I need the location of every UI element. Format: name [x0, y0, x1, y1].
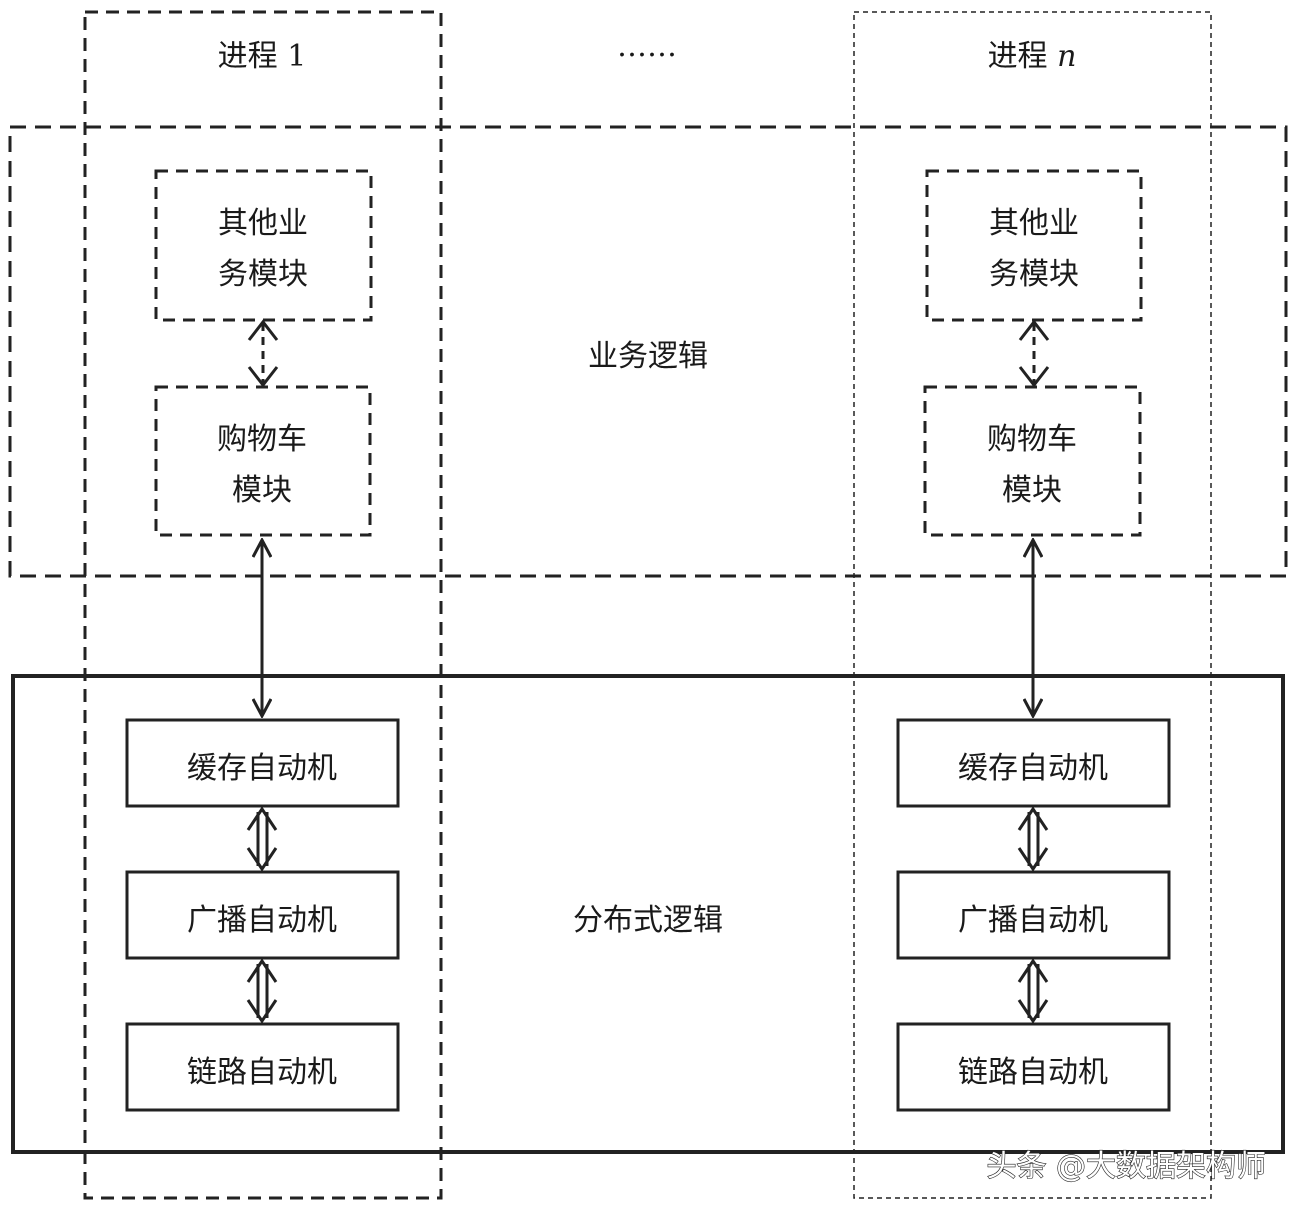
right-other-module-line2: 务模块: [989, 257, 1079, 292]
left-broadcast-automaton-box: [125, 870, 400, 960]
left-link-automaton-box: [125, 1022, 400, 1112]
right-cart-module-line2: 模块: [1002, 473, 1062, 508]
left-link-automaton-label: 链路自动机: [187, 1055, 337, 1090]
right-broadcast-automaton-box: [896, 870, 1171, 960]
right-broadcast-automaton-label: 广播自动机: [958, 903, 1108, 938]
right-other-cart-arrow: [1018, 319, 1050, 388]
left-other-module-line1: 其他业: [218, 206, 308, 241]
distributed-logic-label: 分布式逻辑: [573, 903, 723, 938]
left-broadcast-link-arrow: [246, 958, 278, 1024]
left-other-module-box: [154, 169, 373, 322]
left-cache-automaton-label: 缓存自动机: [187, 751, 337, 786]
process-1-label: 进程 1: [218, 39, 307, 74]
right-link-automaton-box: [896, 1022, 1171, 1112]
left-other-cart-arrow: [247, 319, 279, 388]
right-cache-broadcast-arrow: [1017, 806, 1049, 872]
process-n-frame: [853, 11, 1212, 1199]
left-cart-module-box: [154, 385, 372, 537]
left-broadcast-automaton-label: 广播自动机: [187, 903, 337, 938]
right-cache-automaton-label: 缓存自动机: [958, 751, 1108, 786]
distributed-logic-region: [11, 674, 1285, 1154]
left-cache-automaton-box: [125, 718, 400, 808]
right-link-automaton-label: 链路自动机: [958, 1055, 1108, 1090]
right-cache-automaton-box: [896, 718, 1171, 808]
ellipsis-label: ……: [617, 29, 677, 64]
left-cart-module-line2: 模块: [232, 473, 292, 508]
right-broadcast-link-arrow: [1017, 958, 1049, 1024]
process-1-frame: [83, 10, 443, 1200]
right-cart-module-box: [923, 385, 1142, 537]
business-logic-label: 业务逻辑: [588, 339, 708, 374]
left-cache-broadcast-arrow: [246, 806, 278, 872]
right-cart-module-line1: 购物车: [987, 422, 1077, 457]
left-other-module-line2: 务模块: [218, 257, 308, 292]
watermark-text: 头条 @大数据架构师: [986, 1149, 1266, 1184]
right-other-module-box: [925, 169, 1143, 322]
business-logic-region: [8, 125, 1288, 578]
left-cart-module-line1: 购物车: [217, 422, 307, 457]
process-n-label: 进程 n: [988, 39, 1077, 74]
right-other-module-line1: 其他业: [989, 206, 1079, 241]
